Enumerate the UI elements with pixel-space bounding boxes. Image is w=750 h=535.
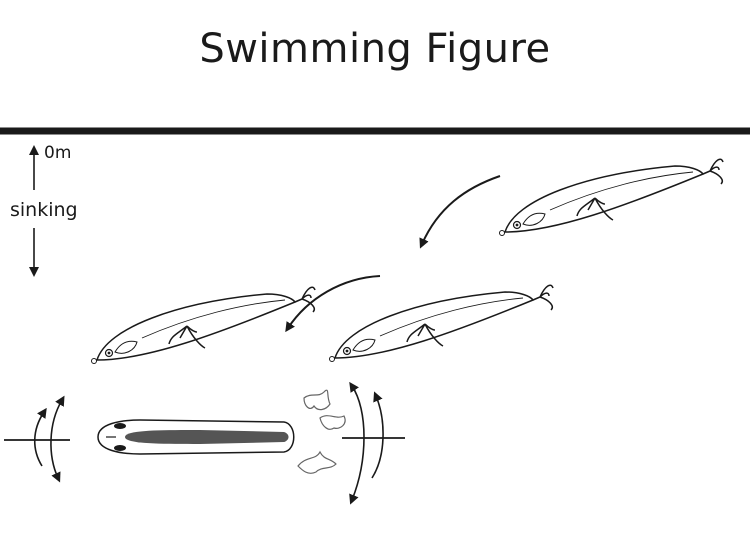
- water-turbulence: [297, 389, 346, 474]
- lure-left: [90, 286, 316, 365]
- wobble-symbol-left: [4, 395, 70, 483]
- page-title: Swimming Figure: [199, 26, 551, 72]
- wobble-symbol-right: [342, 381, 405, 505]
- lure-top-view: [97, 419, 295, 455]
- sinking-label: sinking: [10, 199, 78, 221]
- curved-arrow-upper: [419, 175, 501, 249]
- depth-label: 0m: [44, 143, 72, 163]
- curved-arrow-lower: [285, 275, 381, 333]
- lure-top-right: [498, 158, 724, 237]
- lure-middle: [328, 284, 554, 363]
